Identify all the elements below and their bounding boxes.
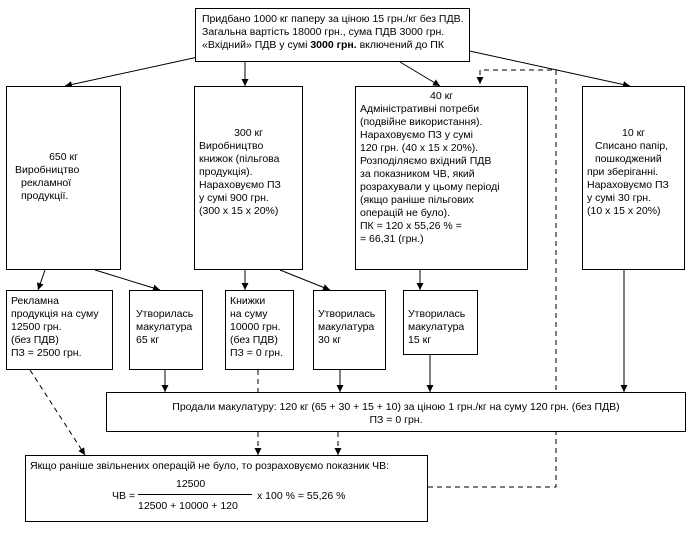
- waste-paper-30-box: Утворилась макулатура 30 кг: [313, 290, 386, 370]
- col1-weight: 650 кг: [49, 151, 78, 163]
- col2-weight: 300 кг: [234, 127, 263, 139]
- w3-line-2: макулатура: [408, 321, 465, 333]
- col3-line-1: Адміністративні потреби: [360, 103, 480, 115]
- purchase-box: Придбано 1000 кг паперу за ціною 15 грн.…: [195, 8, 470, 62]
- col2-line-1: Виробництво: [199, 140, 264, 152]
- col3-line-4: 120 грн. (40 х 15 х 20%).: [360, 142, 479, 154]
- chv-calculation-box: Якщо раніше звільнених операцій не було,…: [25, 455, 428, 522]
- col2-line-5: у сумі 900 грн.: [199, 192, 269, 204]
- purchase-line-1: Придбано 1000 кг паперу за ціною 15 грн.…: [202, 13, 464, 25]
- chv-rhs: х 100 % = 55,26 %: [257, 490, 346, 502]
- col3-line-8: (якщо раніше пільгових: [360, 194, 474, 206]
- spoiled-paper-box: 10 кг Списано папір, пошкоджений при збе…: [582, 86, 685, 270]
- col3-weight: 40 кг: [429, 90, 454, 102]
- books-line-5: ПЗ = 0 грн.: [230, 347, 283, 359]
- col4-line-4: Нараховуємо ПЗ: [587, 179, 669, 191]
- w2-line-3: 30 кг: [318, 334, 342, 346]
- adv-line-5: ПЗ = 2500 грн.: [11, 347, 82, 359]
- waste-sale-box: Продали макулатуру: 120 кг (65 + 30 + 15…: [106, 392, 686, 432]
- col2-line-6: (300 х 15 х 20%): [199, 205, 279, 217]
- col2-line-4: Нараховуємо ПЗ: [199, 179, 281, 191]
- chv-denominator: 12500 + 10000 + 120: [138, 500, 238, 512]
- w1-line-3: 65 кг: [136, 334, 160, 346]
- chv-formula: ЧВ = 12500 12500 + 10000 + 120 х 100 % =…: [30, 473, 423, 521]
- arrow-top-to-col4: [464, 49, 631, 88]
- col3-line-6: за показником ЧВ, який: [360, 168, 475, 180]
- col4-line-2: пошкоджений: [595, 153, 662, 165]
- books-line-3: 10000 грн.: [230, 321, 281, 333]
- col3-line-10: ПК = 120 х 55,26 % =: [360, 220, 462, 232]
- w1-line-1: Утворилась: [136, 308, 194, 320]
- books-line-4: (без ПДВ): [230, 334, 278, 346]
- col2-line-3: продукція).: [199, 166, 253, 178]
- col4-line-5: у сумі 30 грн.: [587, 192, 651, 204]
- col1-line-1: Виробництво: [15, 164, 80, 176]
- col3-line-7: розрахували у цьому періоді: [360, 181, 500, 193]
- col4-line-6: (10 х 15 х 20%): [587, 205, 661, 217]
- advertising-production-box: 650 кг Виробництво рекламної продукції.: [6, 86, 121, 270]
- book-production-box: 300 кг Виробництво книжок (пільгова прод…: [194, 86, 303, 270]
- chv-title: Якщо раніше звільнених операцій не було,…: [30, 460, 390, 472]
- purchase-line-3-post: включений до ПК: [356, 39, 444, 51]
- dashed-feedback-chv-to-col3: [428, 69, 557, 488]
- waste-paper-65-box: Утворилась макулатура 65 кг: [129, 290, 203, 370]
- col2-line-2: книжок (пільгова: [199, 153, 280, 165]
- adv-line-3: 12500 грн.: [11, 321, 62, 333]
- col3-line-2: (подвійне використання).: [360, 116, 483, 128]
- advertising-product-box: Рекламна продукція на суму 12500 грн. (б…: [6, 290, 113, 370]
- chv-lhs: ЧВ =: [112, 490, 136, 502]
- purchase-vat-amount: 3000 грн.: [310, 39, 357, 51]
- col4-line-1: Списано папір,: [595, 140, 669, 152]
- col3-line-3: Нараховуємо ПЗ у сумі: [360, 129, 473, 141]
- w3-line-3: 15 кг: [408, 334, 432, 346]
- sale-line-1: Продали макулатуру: 120 кг (65 + 30 + 15…: [172, 401, 620, 413]
- arrow-top-to-col3: [399, 61, 441, 87]
- books-box: Книжки на суму 10000 грн. (без ПДВ) ПЗ =…: [225, 290, 294, 370]
- dashed-arrow-adv-to-chv: [29, 369, 86, 456]
- col3-line-5: Розподіляємо вхідний ПДВ: [360, 155, 492, 167]
- col4-line-3: при зберіганні.: [587, 166, 659, 178]
- purchase-line-3-pre: «Вхідний» ПДВ у сумі: [202, 39, 311, 51]
- col3-line-11: = 66,31 (грн.): [360, 233, 424, 245]
- waste-paper-15-box: Утворилась макулатура 15 кг: [403, 290, 478, 355]
- arrow-col1-to-adv: [37, 269, 46, 291]
- arrow-col2-to-w2: [279, 269, 331, 291]
- w2-line-1: Утворилась: [318, 308, 376, 320]
- w3-line-1: Утворилась: [408, 308, 466, 320]
- sale-line-2: ПЗ = 0 грн.: [369, 414, 423, 426]
- admin-needs-box: 40 кг Адміністративні потреби (подвійне …: [355, 86, 528, 270]
- adv-line-1: Рекламна: [11, 295, 59, 307]
- arrow-col1-to-w1: [94, 269, 161, 292]
- books-line-2: на суму: [230, 308, 268, 320]
- chv-fraction-bar: [138, 494, 252, 495]
- purchase-line-2: Загальна вартість 18000 грн., сума ПДВ 3…: [202, 26, 445, 38]
- col3-line-9: операцій не було).: [360, 207, 451, 219]
- w1-line-2: макулатура: [136, 321, 193, 333]
- adv-line-4: (без ПДВ): [11, 334, 59, 346]
- w2-line-2: макулатура: [318, 321, 375, 333]
- col1-line-2: рекламної: [21, 177, 72, 189]
- col1-line-3: продукції.: [21, 190, 69, 202]
- purchase-line-3: «Вхідний» ПДВ у сумі 3000 грн. включений…: [202, 39, 463, 52]
- books-line-1: Книжки: [230, 295, 266, 307]
- col4-weight: 10 кг: [621, 127, 646, 139]
- adv-line-2: продукція на суму: [11, 308, 99, 320]
- chv-numerator: 12500: [176, 478, 206, 490]
